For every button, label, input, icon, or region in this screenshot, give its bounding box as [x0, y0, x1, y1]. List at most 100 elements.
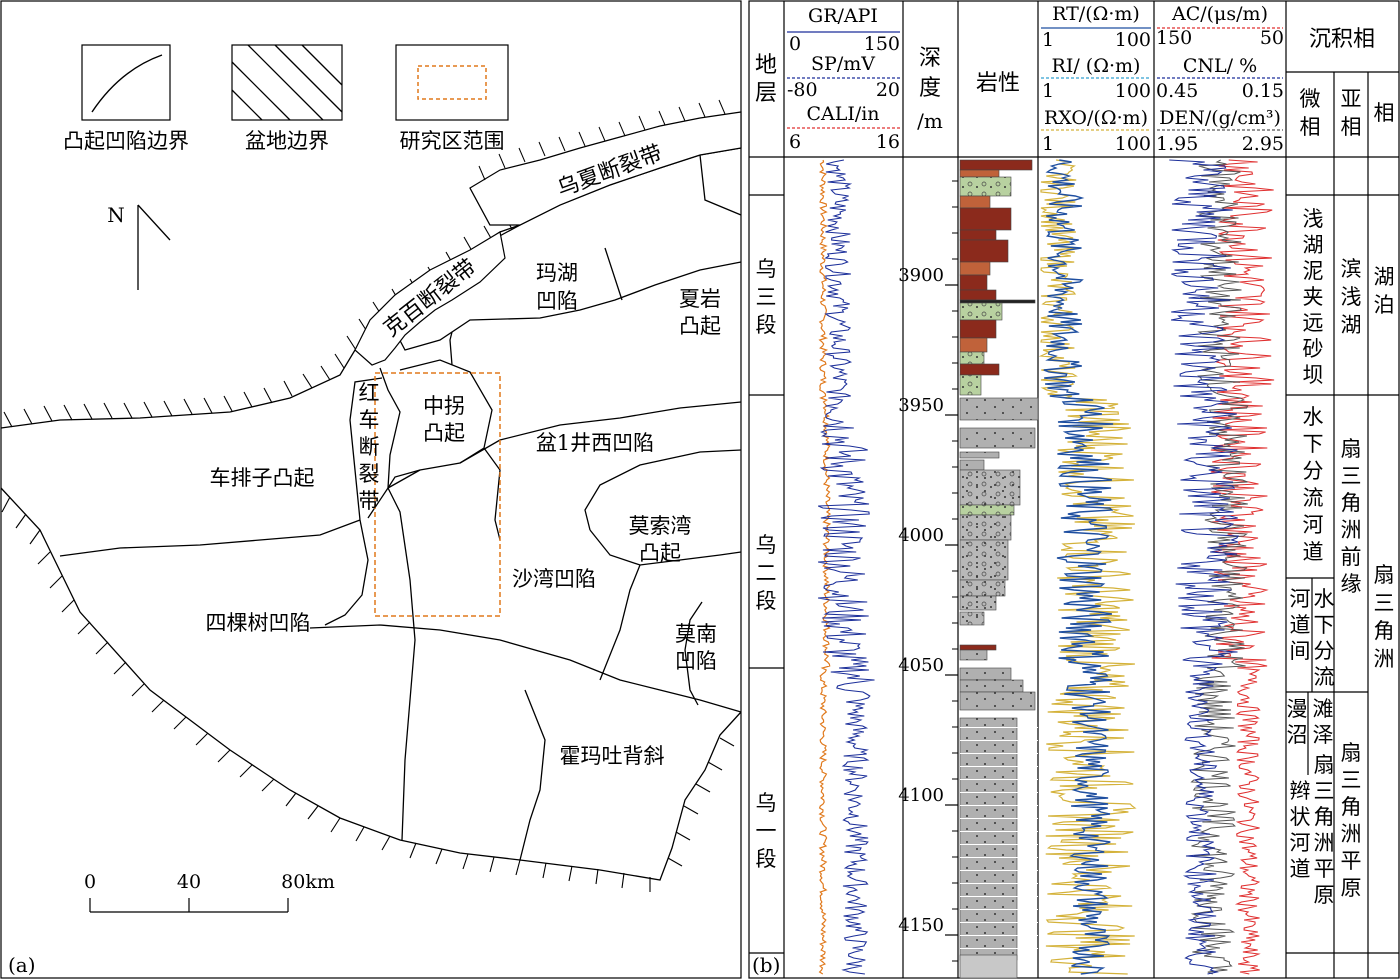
hdr-sp: SP/mV — [811, 53, 875, 75]
lithology-conglomerate-pattern — [960, 596, 996, 610]
facies-char-micro2: 流 — [1303, 486, 1324, 510]
label-pen1: 盆1井西凹陷 — [536, 431, 654, 455]
lithology-conglomerate-pattern — [960, 352, 984, 364]
lithology-sand-pattern — [960, 692, 1035, 710]
facies-char-micro4a: 漫 — [1287, 697, 1308, 721]
den-curve — [1190, 159, 1249, 975]
depth-tick-label: 4100 — [898, 785, 944, 806]
scale-label-40: 40 — [177, 871, 201, 893]
facies-char-sub2: 缘 — [1341, 572, 1362, 596]
facies-char-sub3: 三 — [1341, 768, 1362, 792]
lithology-bed — [959, 289, 997, 301]
lithology-bedding-lines — [960, 718, 1038, 960]
hdr-sub-2: 相 — [1341, 115, 1362, 139]
label-mosuowan-2: 凸起 — [639, 541, 681, 565]
lithology-conglomerate-pattern — [960, 515, 1011, 540]
map-legend: 凸起凹陷边界 盆地边界 研究区范围 — [63, 44, 509, 153]
facies-char-micro6: 扇 — [1314, 753, 1335, 777]
lithology-conglomerate-pattern — [960, 470, 1020, 505]
panel-a-label: (a) — [8, 953, 36, 977]
lithology-sand-pattern — [960, 460, 984, 470]
scale-label-0: 0 — [84, 871, 96, 893]
hdr-ri-max: 100 — [1115, 80, 1151, 102]
lithology-bed — [959, 229, 997, 241]
facies-char-sub3: 原 — [1341, 876, 1362, 900]
label-xiayan-2: 凸起 — [679, 314, 721, 338]
fault-zone-wuxia: 乌夏断裂带 — [469, 99, 742, 226]
facies-char-fac2: 洲 — [1374, 647, 1395, 671]
hdr-depth-1: 深 — [919, 46, 941, 71]
label-sikeshu: 四棵树凹陷 — [206, 611, 311, 635]
hdr-micro-1: 微 — [1300, 87, 1321, 111]
uplift-depression-boundaries — [59, 154, 742, 861]
hdr-sp-min: -80 — [787, 79, 818, 101]
facies-char-sub2: 三 — [1341, 464, 1362, 488]
hdr-ri: RI/ (Ω·m) — [1052, 55, 1141, 77]
facies-char-micro1: 湖 — [1303, 233, 1324, 257]
lithology-conglomerate-pattern — [960, 580, 1005, 596]
wu3-3: 段 — [756, 313, 777, 337]
north-label: N — [107, 203, 125, 227]
label-zhongguai-1: 中拐 — [423, 394, 465, 418]
facies-char-sub2: 前 — [1341, 545, 1362, 569]
facies-char-sub2: 角 — [1341, 491, 1362, 515]
panel-a-map: 凸起凹陷边界 盆地边界 研究区范围 N — [0, 0, 742, 979]
label-chepaizi: 车排子凸起 — [210, 466, 315, 490]
lithology-sand-pattern — [960, 680, 1023, 692]
facies-char-sub1: 滨 — [1341, 257, 1362, 281]
legend-box-uplift — [81, 44, 171, 121]
lithology-sand-pattern — [960, 428, 1035, 448]
lithology-sand-pattern — [960, 452, 999, 458]
boundary-hachures — [1, 134, 735, 892]
hdr-cali: CALI/in — [806, 103, 879, 125]
wu3-2: 三 — [756, 285, 777, 309]
lithology-bed — [959, 169, 1000, 178]
facies-char-fac1: 泊 — [1374, 293, 1395, 317]
label-huoma: 霍玛吐背斜 — [560, 744, 665, 768]
cnl-curve — [1169, 159, 1240, 975]
panel-b-welllog: 地 层 GR/API 0 150 SP/mV -80 20 CALI/in 6 … — [748, 0, 1400, 979]
hdr-depth-2: 度 — [919, 76, 941, 101]
wu1-1: 乌 — [756, 791, 777, 815]
log-curves — [817, 159, 1275, 975]
facies-char-micro1: 浅 — [1303, 207, 1324, 231]
lithology-bed — [959, 363, 1000, 376]
hdr-ac-max: 50 — [1260, 27, 1284, 49]
facies-char-micro3b: 下 — [1314, 613, 1335, 637]
panel-a-frame — [0, 0, 742, 979]
lithology-conglomerate-pattern — [960, 177, 1011, 196]
facies-char-micro4b: 滩 — [1313, 697, 1334, 721]
depth-tick-label: 4000 — [898, 525, 944, 546]
wu2-2: 二 — [756, 561, 777, 585]
legend-label-basin: 盆地边界 — [245, 129, 329, 153]
facies-char-sub1: 湖 — [1341, 313, 1362, 337]
hdr-depth-3: /m — [917, 109, 943, 133]
facies-char-micro1: 泥 — [1303, 259, 1324, 283]
hdr-gr-sp-cali: GR/API 0 150 SP/mV -80 20 CALI/in 6 16 — [787, 5, 900, 153]
facies-char-micro5: 道 — [1290, 857, 1311, 881]
lithology-bed — [959, 337, 988, 353]
facies-char-micro3a: 道 — [1290, 613, 1311, 637]
lithology-bed — [959, 644, 997, 651]
wu2-1: 乌 — [756, 533, 777, 557]
label-xiayan-1: 夏岩 — [679, 287, 721, 311]
label-mahu-1: 玛湖 — [536, 261, 578, 285]
uplift-boundary-icon — [91, 54, 163, 113]
cali-curve — [818, 159, 832, 975]
label-monan-1: 莫南 — [675, 622, 717, 646]
lithology-conglomerate-pattern — [960, 540, 1008, 580]
wu1-2: 一 — [756, 819, 777, 843]
hdr-rt-max: 100 — [1115, 29, 1151, 51]
facies-char-fac2: 三 — [1374, 591, 1395, 615]
fault-zone-kebai: 克百断裂带 — [354, 231, 506, 366]
facies-char-micro1: 砂 — [1303, 337, 1324, 361]
facies-char-sub3: 扇 — [1341, 741, 1362, 765]
hdr-strata-1: 地 — [755, 53, 777, 78]
lithology-conglomerate-pattern — [960, 505, 1014, 515]
facies-char-micro4b: 泽 — [1313, 723, 1334, 747]
lithology-conglomerate-pattern — [960, 612, 984, 625]
lithology-sand-pattern — [960, 398, 1038, 420]
hdr-gr-max: 150 — [864, 33, 900, 55]
panel-b-label: (b) — [752, 953, 780, 977]
lithology-sand-pattern — [960, 668, 1011, 680]
